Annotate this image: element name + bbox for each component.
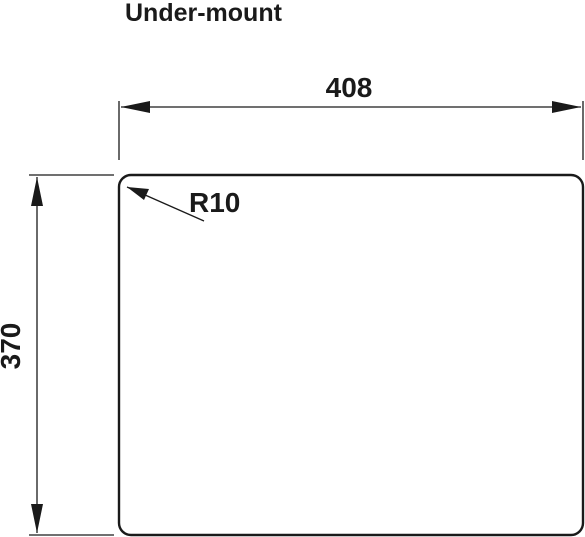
corner-radius-label: R10 — [189, 187, 240, 218]
width-dimension-label: 408 — [326, 72, 373, 103]
height-arrow-top-icon — [31, 177, 43, 206]
corner-radius-callout: R10 — [126, 186, 240, 222]
drawing-title: Under-mount — [125, 0, 283, 27]
height-arrow-bottom-icon — [31, 504, 43, 533]
width-dimension: 408 — [118, 72, 584, 160]
sink-cutout-outline — [117, 173, 585, 537]
height-dimension-label: 370 — [0, 323, 26, 370]
height-dimension: 370 — [0, 174, 114, 536]
radius-arrow-icon — [127, 187, 149, 200]
width-arrow-left-icon — [121, 101, 150, 113]
width-arrow-right-icon — [552, 101, 581, 113]
